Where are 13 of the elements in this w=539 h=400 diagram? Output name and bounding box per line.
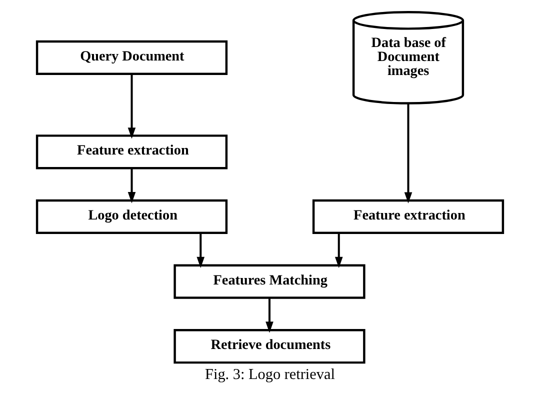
- arrow: [404, 104, 412, 204]
- arrow: [127, 74, 136, 139]
- node-box: Features Matching: [173, 264, 365, 299]
- arrow: [196, 233, 204, 268]
- node-box: Feature extraction: [35, 134, 228, 170]
- caption: Fig. 3: Logo retrieval: [204, 366, 334, 383]
- arrow: [334, 233, 342, 268]
- node-box: Logo detection: [35, 199, 228, 234]
- node-box: Retrieve documents: [173, 329, 365, 364]
- arrow: [265, 298, 273, 333]
- node-box: Query Document: [35, 40, 228, 76]
- arrow: [127, 168, 136, 204]
- node-box: Feature extraction: [312, 199, 504, 234]
